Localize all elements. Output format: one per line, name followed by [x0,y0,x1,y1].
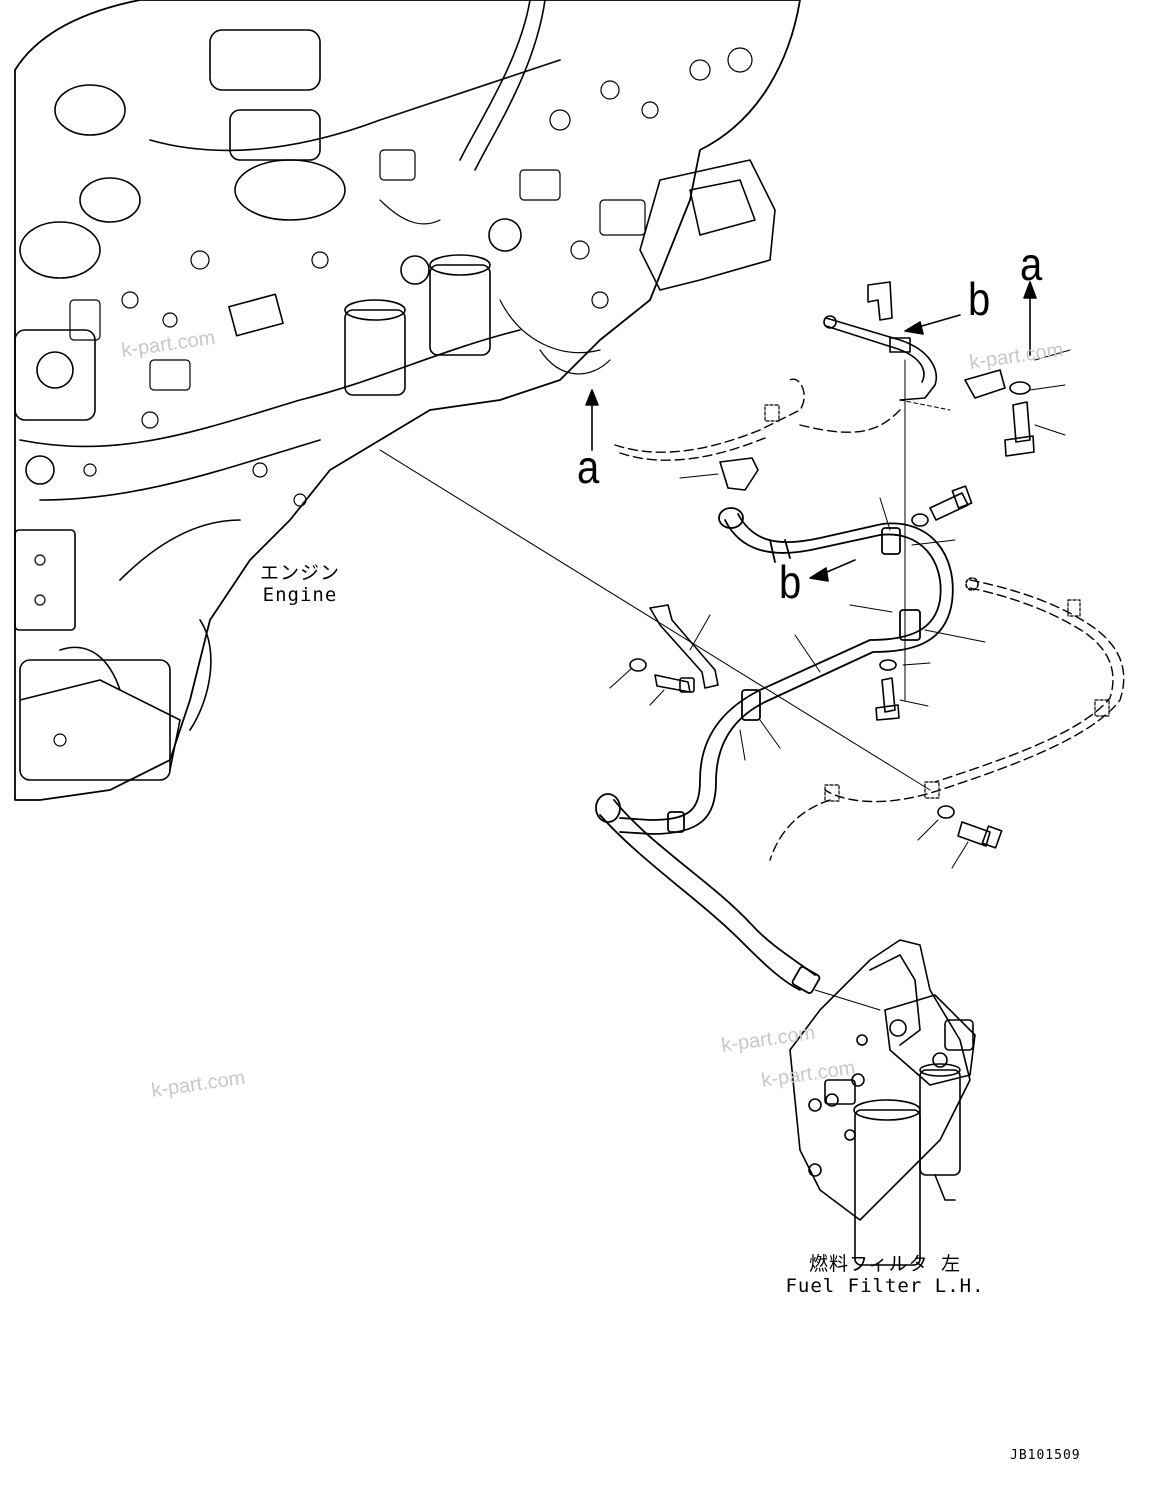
callout-b-upper: b [968,274,991,326]
callout-b-lower: b [779,557,802,609]
fuel-filter-label-en: Fuel Filter L.H. [785,1275,985,1297]
callout-a-lower: a [577,442,600,494]
engine-assembly [14,0,801,801]
drawing-code: JB101509 [1010,1448,1081,1463]
callout-a-upper: a [1020,239,1043,291]
engine-label: エンジン Engine [245,562,355,606]
upper-fitting-group [823,281,1071,701]
fuel-filter-label-jp: 燃料フィルタ 左 [808,1253,962,1275]
mounting-bracket [609,604,719,706]
fuel-filter-lh [789,939,976,1266]
main-fuel-hose [595,507,954,994]
engine-label-jp: エンジン [259,562,340,584]
fuel-filter-label: 燃料フィルタ 左 Fuel Filter L.H. [770,1253,1000,1297]
engine-label-en: Engine [262,584,338,606]
